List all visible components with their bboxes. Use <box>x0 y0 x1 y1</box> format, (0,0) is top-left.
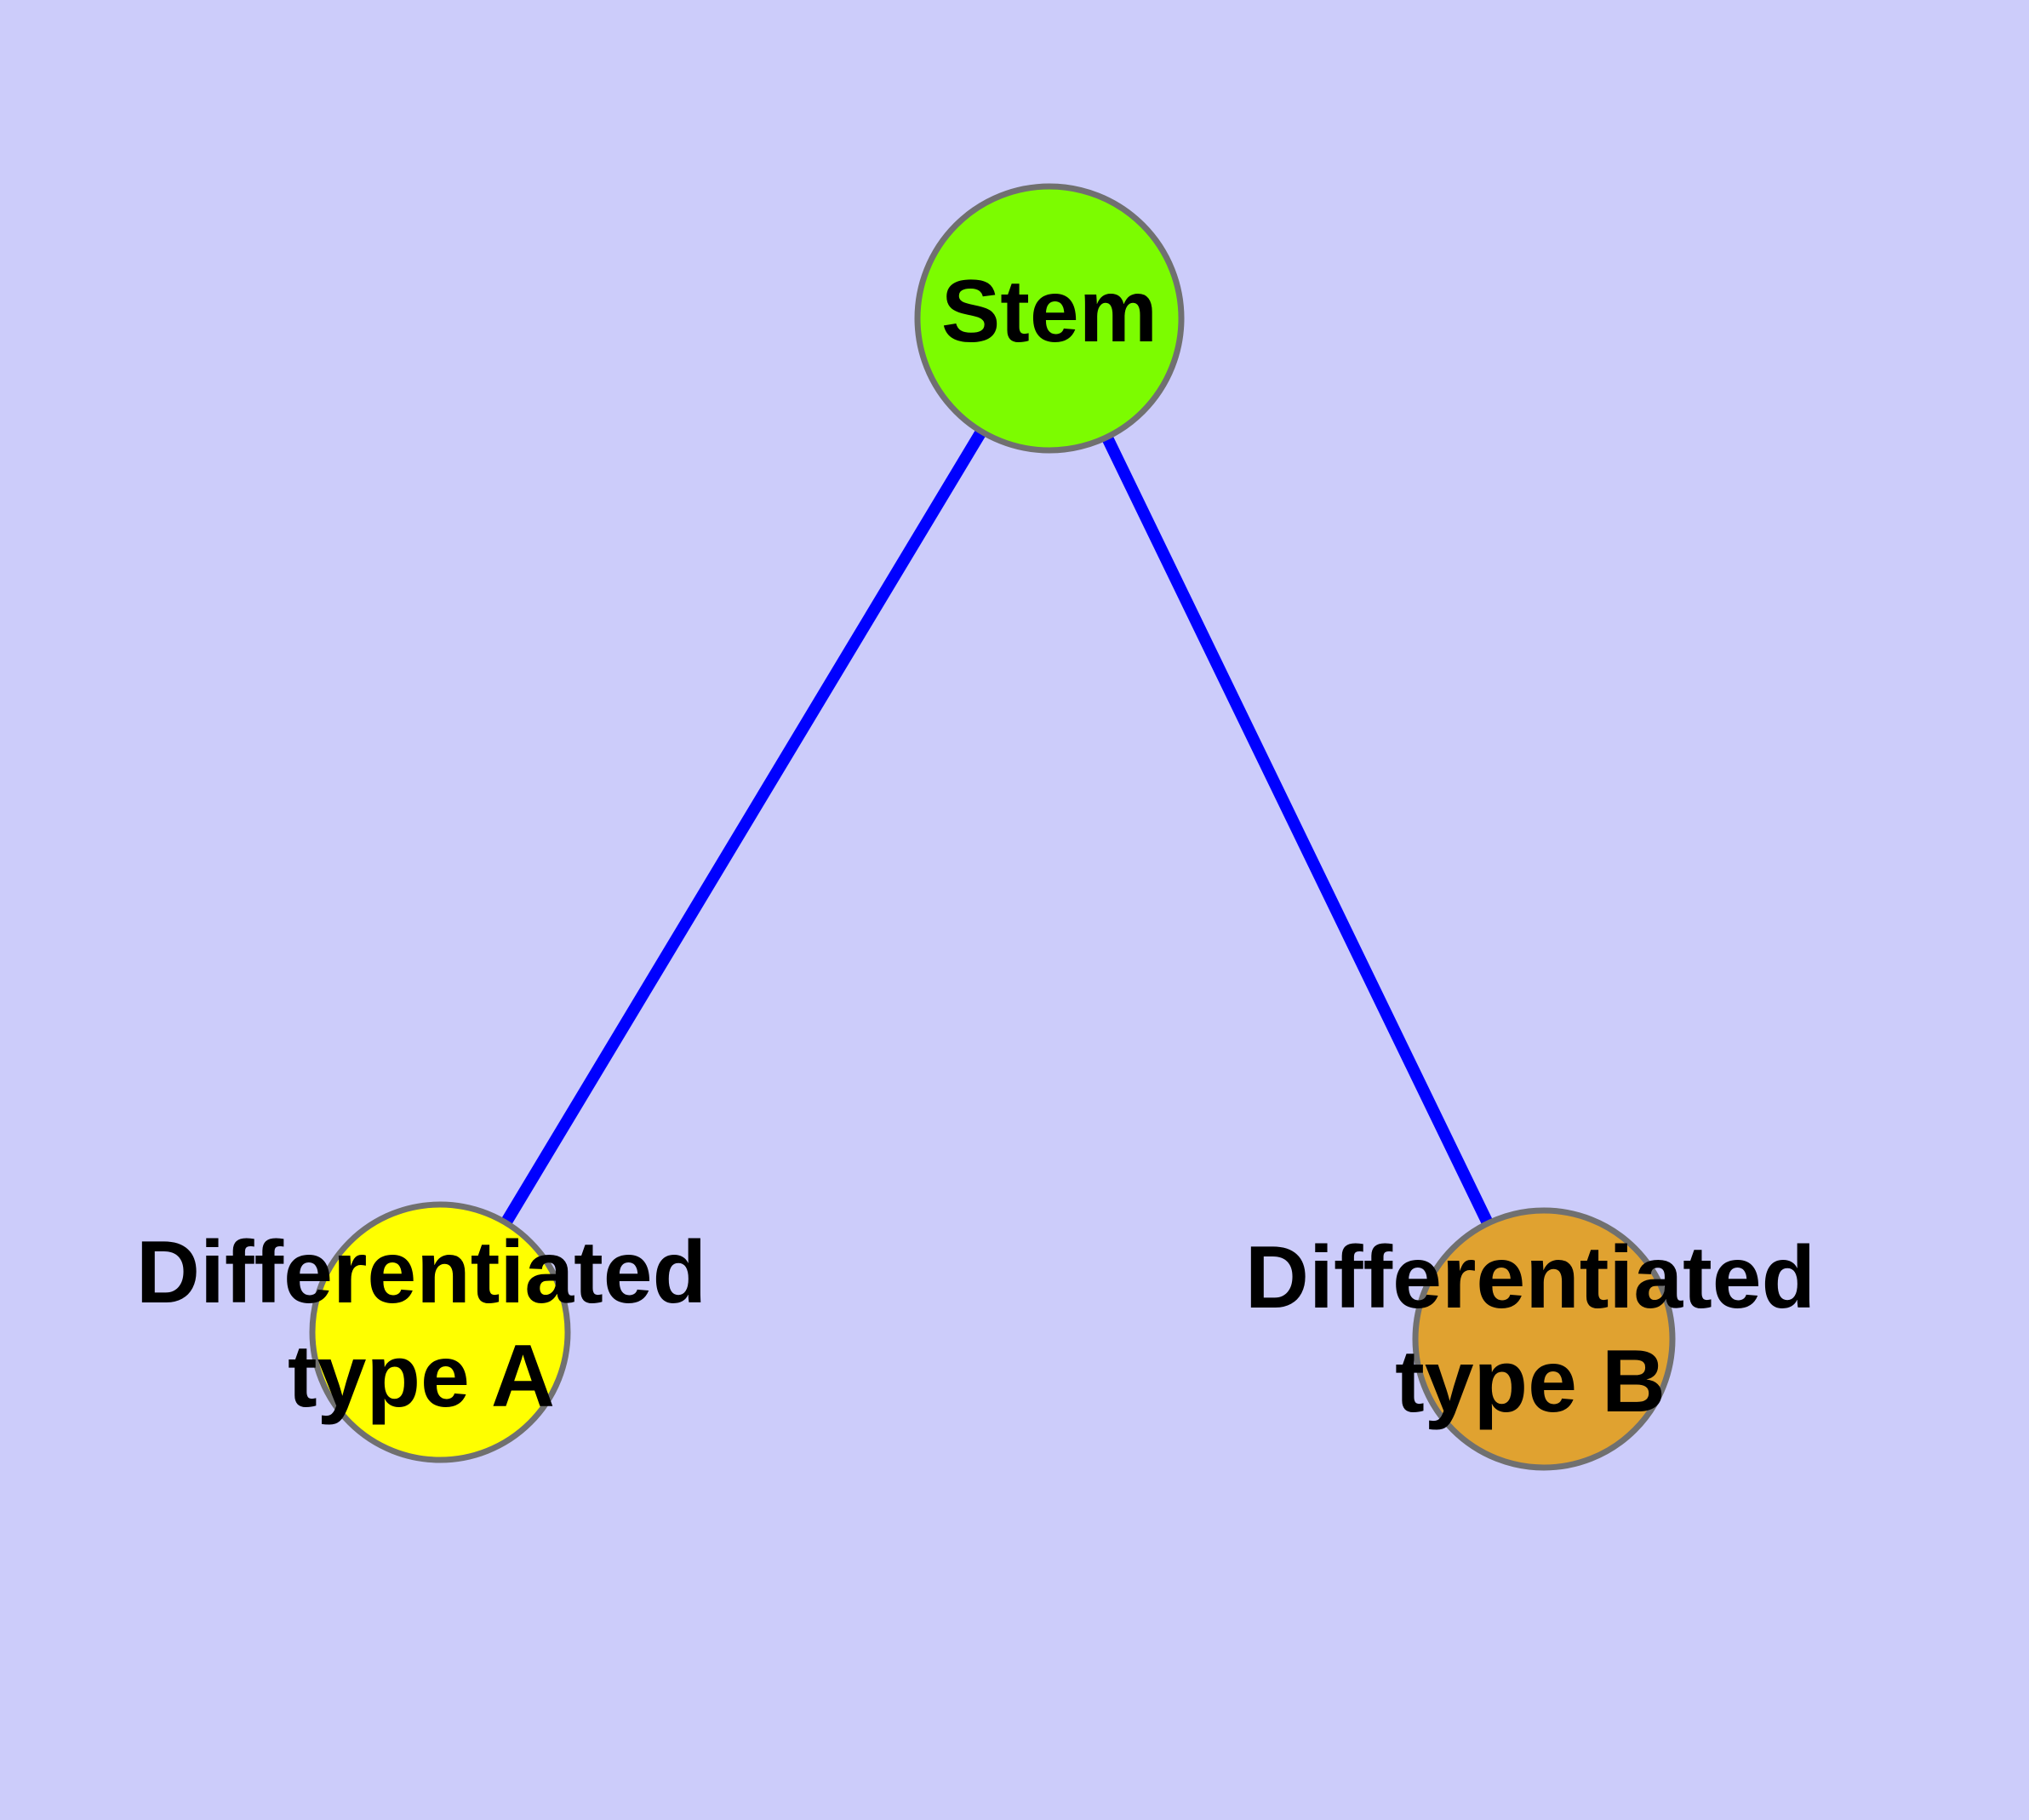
node-circle-differentiated-type-b[interactable] <box>1412 1207 1676 1471</box>
node-circle-differentiated-type-a[interactable] <box>309 1201 571 1463</box>
node-circle-stem[interactable] <box>914 183 1185 454</box>
node-stem[interactable] <box>914 183 1185 454</box>
edge-stem-to-differentiated-type-b[interactable] <box>1043 315 1550 1342</box>
node-label-line: type A <box>288 1327 555 1426</box>
edge-stem-to-differentiated-type-a[interactable] <box>435 315 1055 1336</box>
node-differentiated-type-a[interactable] <box>309 1201 571 1463</box>
node-label-line: Stem <box>941 262 1157 361</box>
node-label-stem: Stem <box>941 262 1157 361</box>
edge-layer <box>435 315 1550 1342</box>
node-differentiated-type-b[interactable] <box>1412 1207 1676 1471</box>
node-label-line: Differentiated <box>1245 1229 1815 1328</box>
node-label-line: Differentiated <box>136 1224 706 1323</box>
node-label-line: type B <box>1395 1332 1666 1431</box>
